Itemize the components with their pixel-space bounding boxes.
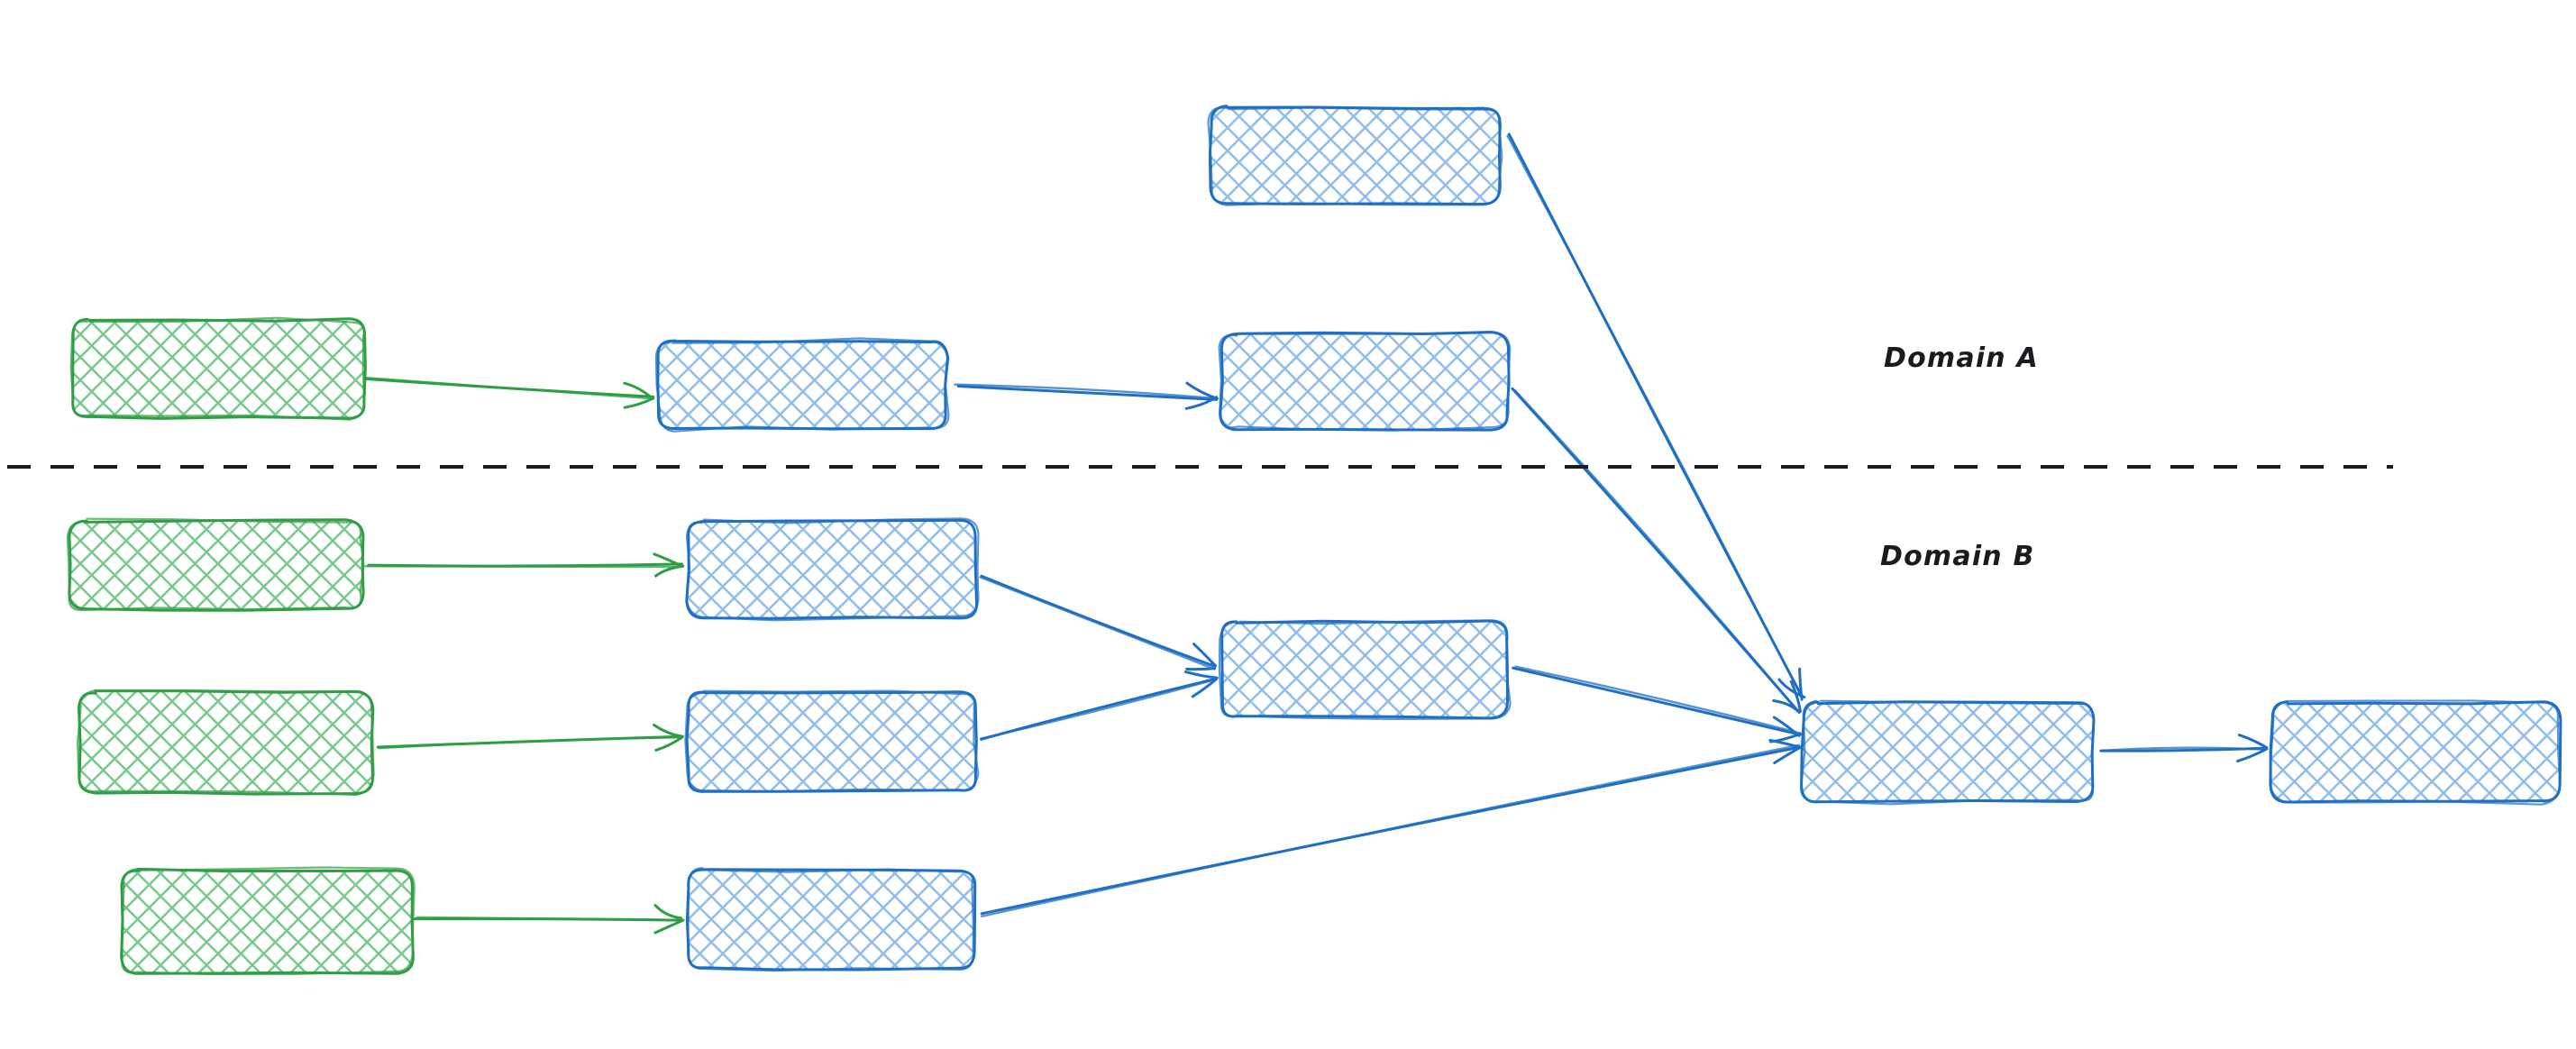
node-fill <box>1803 701 2095 803</box>
edge-b-converge-to-b-final <box>2099 734 2269 763</box>
node-fill <box>1210 106 1503 204</box>
edge-b-green-1-to-b-blue-1 <box>364 552 685 578</box>
node-border <box>1218 619 1512 720</box>
node-border <box>121 866 416 976</box>
node-fill <box>78 690 374 794</box>
node-b-green-2[interactable] <box>77 689 375 797</box>
node-fill <box>1221 333 1509 431</box>
edge-layer <box>363 132 2269 935</box>
node-fill <box>68 520 363 609</box>
edge-b-green-2-to-b-blue-2 <box>376 723 684 752</box>
edge-b-blue-3-to-b-converge <box>980 739 1804 917</box>
edge-b-mid-blue-to-b-converge <box>1512 665 1803 743</box>
node-fill <box>686 869 975 970</box>
node-b-green-3[interactable] <box>120 866 416 976</box>
node-border <box>1218 330 1512 432</box>
node-fill <box>2270 702 2561 804</box>
edge-a-top-blue-to-b-converge <box>1506 132 1806 701</box>
node-fill <box>657 340 947 431</box>
node-border <box>687 867 974 972</box>
node-a-top-blue[interactable] <box>1207 105 1503 206</box>
edge-b-green-3-to-b-blue-3 <box>413 904 685 935</box>
node-layer <box>66 105 2562 976</box>
node-fill <box>1220 620 1509 718</box>
node-b-blue-2[interactable] <box>684 689 980 793</box>
node-a-blue-1[interactable] <box>654 337 950 433</box>
edge-b-blue-1-to-b-mid-blue <box>979 574 1218 671</box>
node-border <box>120 867 415 975</box>
node-border <box>1207 106 1503 206</box>
node-a-green[interactable] <box>69 316 367 421</box>
node-b-blue-3[interactable] <box>685 867 977 972</box>
node-b-final[interactable] <box>2269 699 2562 806</box>
node-fill <box>121 869 413 974</box>
node-fill <box>687 690 977 792</box>
node-b-converge[interactable] <box>1800 699 2096 806</box>
node-border <box>66 517 365 612</box>
node-border <box>77 689 375 797</box>
node-border <box>2269 699 2562 806</box>
edge-a-blue-2-to-b-converge <box>1511 387 1802 715</box>
node-border <box>684 689 980 793</box>
domain-b-label: Domain B <box>1880 541 2035 572</box>
node-b-blue-1[interactable] <box>685 517 980 622</box>
node-fill <box>71 319 366 418</box>
node-border <box>685 518 979 620</box>
node-b-mid-blue[interactable] <box>1218 619 1512 720</box>
node-fill <box>687 520 978 619</box>
node-border <box>69 316 366 421</box>
edge-b-blue-2-to-b-mid-blue <box>979 670 1219 741</box>
node-border <box>685 517 980 622</box>
node-border <box>1800 699 2096 806</box>
node-border <box>654 337 950 433</box>
edge-a-green-to-a-blue-1 <box>363 377 655 409</box>
edge-a-blue-1-to-a-blue-2 <box>954 381 1219 410</box>
node-b-green-1[interactable] <box>66 517 365 612</box>
domain-a-label: Domain A <box>1884 342 2039 374</box>
node-a-blue-2[interactable] <box>1218 330 1512 432</box>
